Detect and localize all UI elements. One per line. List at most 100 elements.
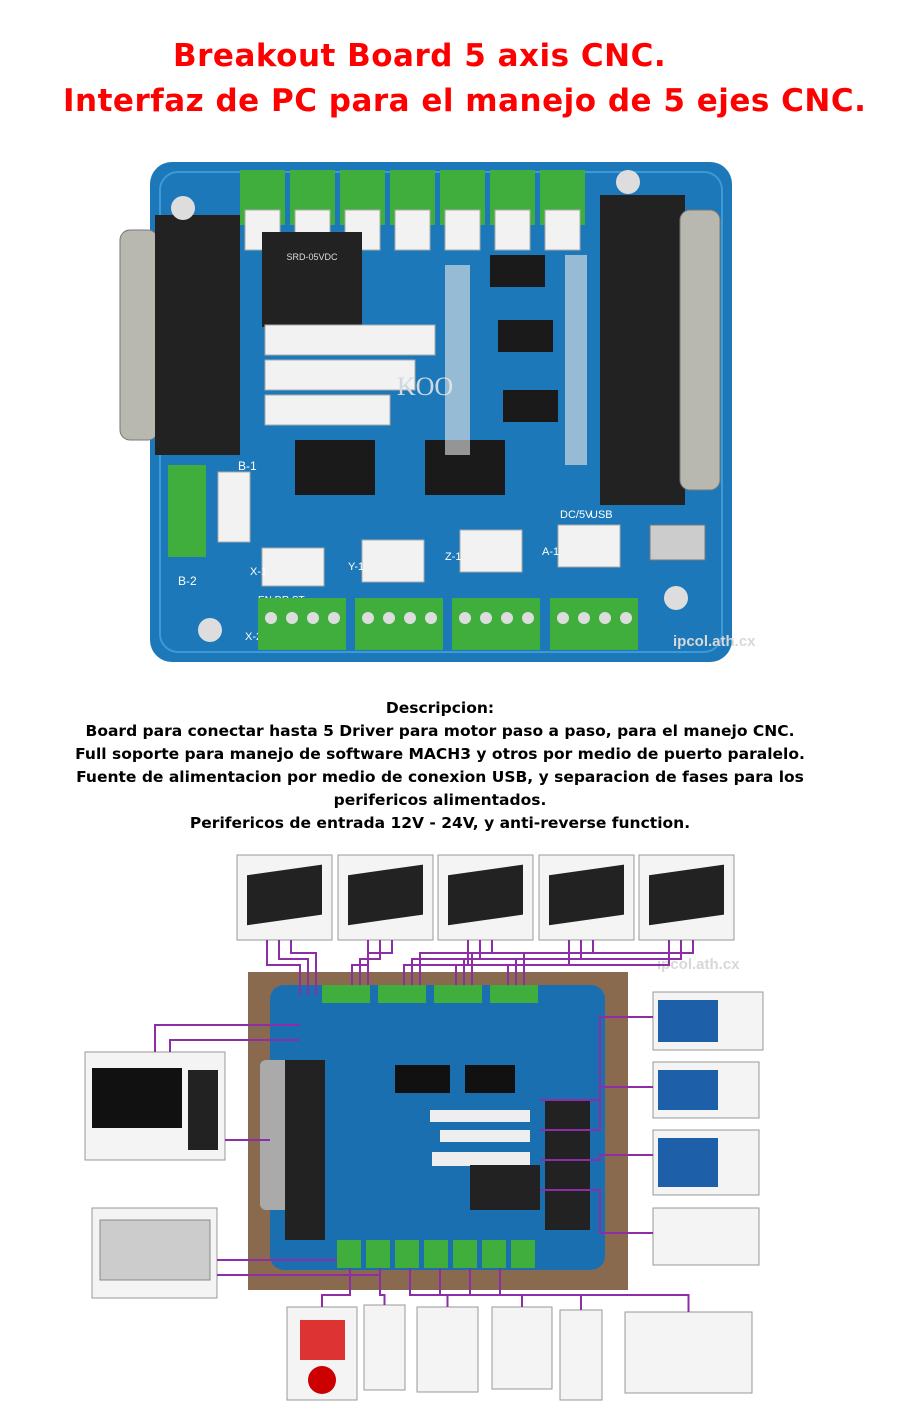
display-board (658, 1000, 718, 1042)
header-z1 (459, 529, 523, 573)
wire (515, 940, 682, 995)
diagram-db25-right (545, 1100, 590, 1230)
driver-body (348, 864, 423, 926)
white-header (544, 209, 581, 251)
header-connector (264, 324, 436, 356)
wire (290, 940, 317, 995)
wire (540, 1154, 653, 1161)
terminal-screw (459, 612, 471, 624)
diagram-terminal (395, 1240, 419, 1268)
wire (499, 1250, 690, 1312)
ic-chip (295, 440, 375, 495)
terminal-screw (480, 612, 492, 624)
power-supply-box (624, 1311, 753, 1394)
green-terminal (550, 598, 638, 650)
bottom-terminal-blocks (258, 598, 638, 650)
relay-label: SRD-05VDC (286, 252, 338, 262)
ic-chip (503, 390, 558, 422)
wire (359, 940, 381, 995)
wire (540, 1189, 653, 1234)
driver-body (549, 864, 624, 926)
db25-connector-right (679, 209, 721, 491)
wire (321, 1250, 351, 1307)
diagram-db25-left (260, 1060, 290, 1210)
white-header (394, 209, 431, 251)
label-y1: Y-1 (348, 561, 364, 573)
white-header (494, 209, 531, 251)
diagram-terminal (453, 1240, 477, 1268)
label-a1: A-1 (542, 546, 559, 558)
wire (367, 940, 393, 995)
header-connector (264, 359, 416, 391)
white-header (444, 209, 481, 251)
resistor-array (565, 255, 587, 465)
terminal-screw (557, 612, 569, 624)
diagram-terminal (490, 985, 538, 1003)
display-board (658, 1138, 718, 1187)
sensor-box (652, 1207, 760, 1266)
terminal-screw (620, 612, 632, 624)
ic-chip (498, 320, 553, 352)
description-line: Full soporte para manejo de software MAC… (75, 745, 805, 763)
diagram-terminal (482, 1240, 506, 1268)
ic-chip (490, 255, 545, 287)
psu-body (99, 1219, 211, 1281)
label-dc5v: DC/5V (560, 509, 593, 521)
driver-body (649, 864, 724, 926)
wire (540, 1016, 653, 1101)
label-b2: B-2 (178, 574, 197, 588)
spindle-motor-box (559, 1309, 603, 1401)
terminal-screw (599, 612, 611, 624)
header-y1 (361, 539, 425, 583)
wire (154, 1024, 300, 1052)
pc-tower (188, 1070, 218, 1150)
label-x1: X-1 (250, 566, 267, 578)
resistor-array (445, 265, 470, 455)
description: Descripcion: Board para conectar hasta 5… (40, 697, 840, 835)
terminal-screw (404, 612, 416, 624)
diagram-terminal (366, 1240, 390, 1268)
title-line-2: Interfaz de PC para el manejo de 5 ejes … (63, 83, 867, 119)
monitor (92, 1068, 182, 1128)
mounting-hole (198, 618, 222, 642)
mounting-hole (664, 586, 688, 610)
mounting-hole (171, 196, 195, 220)
diagram-watermark: ipcol.ath.cx (657, 956, 740, 973)
header-a1 (557, 524, 621, 568)
mounting-hole (616, 170, 640, 194)
terminal-screw (501, 612, 513, 624)
terminal-screw (362, 612, 374, 624)
terminal-screw (265, 612, 277, 624)
terminal-screw (328, 612, 340, 624)
diagram-terminal (322, 985, 370, 1003)
terminal-screw (578, 612, 590, 624)
wire (379, 1250, 386, 1305)
limit-switch-box (491, 1306, 553, 1390)
watermark: ipcol.ath.cx (673, 633, 756, 650)
label-usb: USB (590, 509, 613, 521)
wire (266, 940, 301, 995)
label-b1: B-1 (238, 459, 257, 473)
header-x1 (261, 547, 325, 587)
green-terminal (258, 598, 346, 650)
terminal-screw (286, 612, 298, 624)
diagram-devices (84, 854, 764, 1401)
wire (540, 1086, 653, 1131)
limit-switch-box (416, 1306, 479, 1393)
terminal-screw (425, 612, 437, 624)
diagram-terminal (378, 985, 426, 1003)
diagram-terminal (434, 985, 482, 1003)
description-line: Fuente de alimentacion por medio de cone… (76, 768, 804, 809)
display-board (658, 1070, 718, 1110)
description-heading: Descripcion: (385, 699, 495, 717)
relay (262, 232, 362, 327)
diagram-terminal (511, 1240, 535, 1268)
db25-housing-right (600, 195, 685, 505)
usb-port (649, 524, 706, 561)
diagram-terminal (337, 1240, 361, 1268)
green-terminal (452, 598, 540, 650)
db25-housing-left (155, 215, 240, 455)
estop-button (308, 1366, 336, 1394)
